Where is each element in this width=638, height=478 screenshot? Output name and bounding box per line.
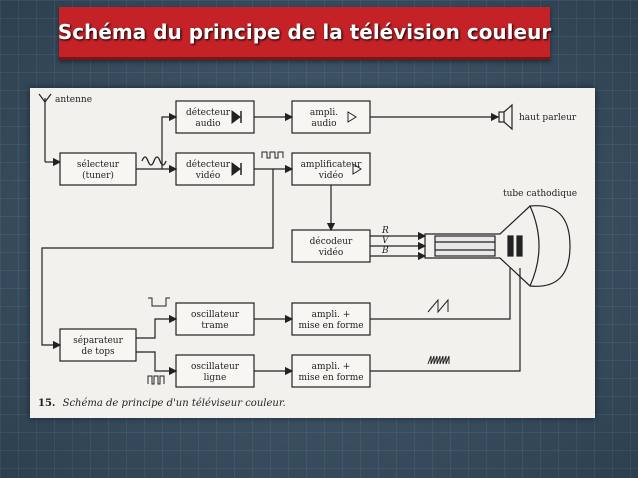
speaker-icon (498, 103, 513, 131)
ampli-shape-1-line2: mise en forme (298, 321, 363, 331)
ampli-shape-2-line1: ampli. + (312, 362, 351, 372)
osc-frame-line2: trame (201, 321, 228, 331)
ampli-video-line2: vidéo (318, 170, 343, 181)
rgb-label-r: R (381, 226, 389, 236)
slide-title-bar: Schéma du principe de la télévision coul… (57, 7, 552, 60)
decoder-line1: décodeur (310, 236, 353, 247)
amplifier-icon (347, 111, 362, 175)
crt-label: tube cathodique (503, 189, 577, 199)
selector-line1: sélecteur (77, 159, 120, 170)
ampli-audio-line2: audio (311, 119, 336, 129)
detector-audio-line2: audio (195, 119, 220, 129)
selector-line2: (tuner) (82, 170, 114, 181)
video-pulse-icon (261, 151, 284, 159)
detector-video-line2: vidéo (195, 170, 220, 181)
osc-frame-line1: oscillateur (191, 310, 240, 320)
osc-line-line1: oscillateur (191, 362, 240, 372)
caption-number: 15. (38, 398, 55, 409)
detector-video-line1: détecteur (186, 159, 231, 170)
figure-caption: 15. Schéma de principe d'un téléviseur c… (38, 398, 286, 409)
block-separator (59, 328, 137, 362)
rf-signal-icon (141, 156, 167, 166)
decoder-line2: vidéo (318, 247, 343, 258)
detector-audio-line1: détecteur (186, 107, 231, 118)
ampli-audio-line1: ampli. (310, 108, 338, 118)
ampli-shape-2-line2: mise en forme (298, 373, 363, 383)
ampli-video-line1: amplificateur (301, 160, 363, 170)
sawtooth-line-icon (427, 355, 450, 365)
block-diagram: antenne détecteur audio ampli. audio sél… (38, 93, 577, 409)
block-selector (59, 152, 137, 186)
caption-text: Schéma de principe d'un téléviseur coule… (63, 398, 286, 409)
crt-tube-icon (424, 205, 571, 287)
speaker-label: haut parleur (519, 113, 577, 123)
separator-line2: de tops (81, 347, 115, 357)
block-decoder (291, 229, 371, 263)
diagram-scan: antenne détecteur audio ampli. audio sél… (30, 88, 595, 418)
block-ampli-audio (291, 100, 371, 134)
antenna-label: antenne (55, 95, 92, 105)
rgb-label-b: B (381, 246, 389, 256)
sawtooth-frame-icon (427, 298, 449, 314)
slide-title: Schéma du principe de la télévision coul… (57, 20, 552, 44)
ampli-shape-1-line1: ampli. + (312, 310, 351, 320)
separator-line1: séparateur (73, 335, 123, 346)
antenna-icon (38, 93, 52, 118)
line-pulse-icon (147, 375, 165, 385)
osc-line-line2: ligne (204, 373, 227, 383)
diode-icon (231, 110, 242, 176)
rgb-label-v: V (382, 236, 390, 246)
frame-pulse-icon (148, 297, 170, 307)
